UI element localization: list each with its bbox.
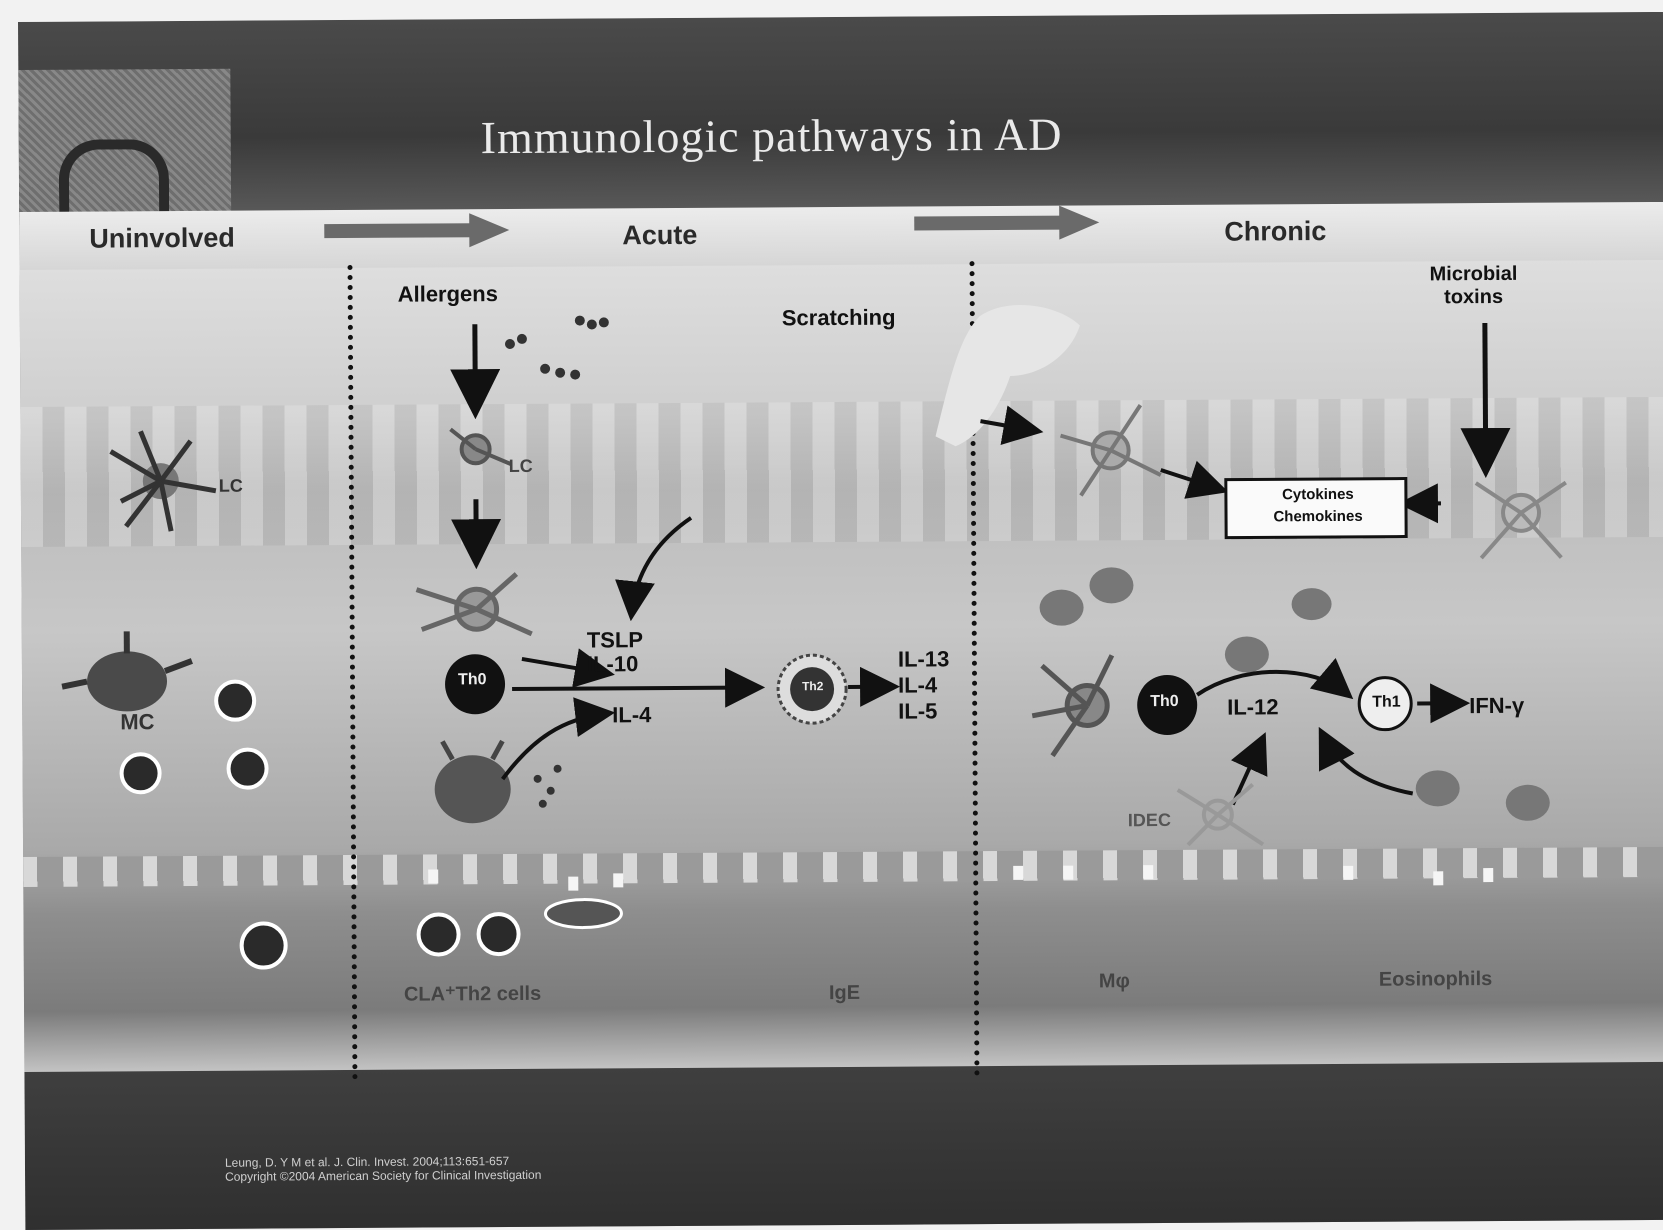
allergen-arrow	[475, 324, 476, 409]
langerhans-cell-icon	[111, 431, 217, 532]
cla-th2-cell-icons	[418, 914, 518, 955]
diagram-graphics	[18, 12, 1663, 1230]
arrow-idec-to-il12	[1232, 739, 1262, 804]
dendritic-cell-icon	[416, 574, 531, 635]
arrow-scratching-to-tslp	[631, 518, 692, 613]
label-il4: IL-4	[898, 672, 950, 698]
chronic-langerhans-cell-icon	[1060, 405, 1161, 496]
label-microbial-toxins: Microbial toxins	[1430, 263, 1518, 310]
label-tslp: TSLP	[587, 628, 643, 652]
chronic-dendritic-cell-icon	[1032, 655, 1113, 755]
label-il4-acute: IL-4	[612, 702, 651, 728]
label-lc-acute: LC	[509, 456, 533, 477]
arrow-th0-to-th2	[512, 687, 757, 688]
arrow-lc-to-cytokines	[1161, 470, 1221, 490]
label-il12: IL-12	[1227, 694, 1279, 720]
vessel-cell-icon	[545, 899, 621, 927]
stage-arrow-2	[914, 205, 1099, 240]
label-microbial: Microbial	[1430, 263, 1518, 287]
label-ifn-gamma: IFN-γ	[1469, 693, 1524, 719]
label-th0-chronic: Th0	[1150, 693, 1179, 711]
label-th2: Th2	[802, 679, 823, 693]
label-th0-acute: Th0	[458, 671, 487, 689]
label-idec: IDEC	[1128, 810, 1171, 831]
label-ige: IgE	[829, 982, 860, 1005]
label-il5: IL-5	[898, 698, 950, 724]
label-il10: IL-10	[587, 652, 643, 676]
label-th1: Th1	[1372, 694, 1401, 712]
idec-cell-icon	[1178, 784, 1263, 845]
slide: Immunologic pathways in AD Uninvolved Ac…	[18, 12, 1663, 1230]
label-tslp-il10: TSLP IL-10	[587, 628, 644, 676]
keratinocyte-icon	[1476, 483, 1566, 559]
vessel-endothelium-dots	[428, 863, 1493, 892]
label-scratching: Scratching	[782, 305, 896, 332]
label-toxins: toxins	[1430, 286, 1518, 310]
label-allergens: Allergens	[398, 281, 498, 308]
arrow-th0-to-th1	[1197, 671, 1347, 694]
label-macrophage: Mφ	[1099, 970, 1130, 993]
label-lc-uninvolved: LC	[219, 476, 243, 497]
acute-mast-cell-icon	[434, 741, 561, 824]
label-cla-th2-cells: CLA⁺Th2 cells	[404, 981, 541, 1007]
label-chemokines: Chemokines	[1233, 506, 1403, 529]
label-il13: IL-13	[898, 646, 950, 672]
label-mc: MC	[120, 709, 154, 735]
arrow-scratching-to-chronic	[980, 421, 1035, 431]
label-eosinophils: Eosinophils	[1379, 968, 1492, 992]
label-cytokines-chemokines: Cytokines Chemokines	[1233, 484, 1403, 529]
mast-cell-icon	[62, 631, 192, 712]
label-th2-cytokines: IL-13 IL-4 IL-5	[898, 646, 950, 724]
stage-arrow-1	[324, 213, 509, 248]
acute-langerhans-cell-icon	[450, 429, 510, 464]
arrow-eos-to-il12	[1322, 733, 1412, 794]
microbial-toxin-arrow	[1485, 323, 1486, 468]
label-cytokines: Cytokines	[1233, 484, 1403, 507]
allergen-particles-icon	[505, 315, 609, 380]
